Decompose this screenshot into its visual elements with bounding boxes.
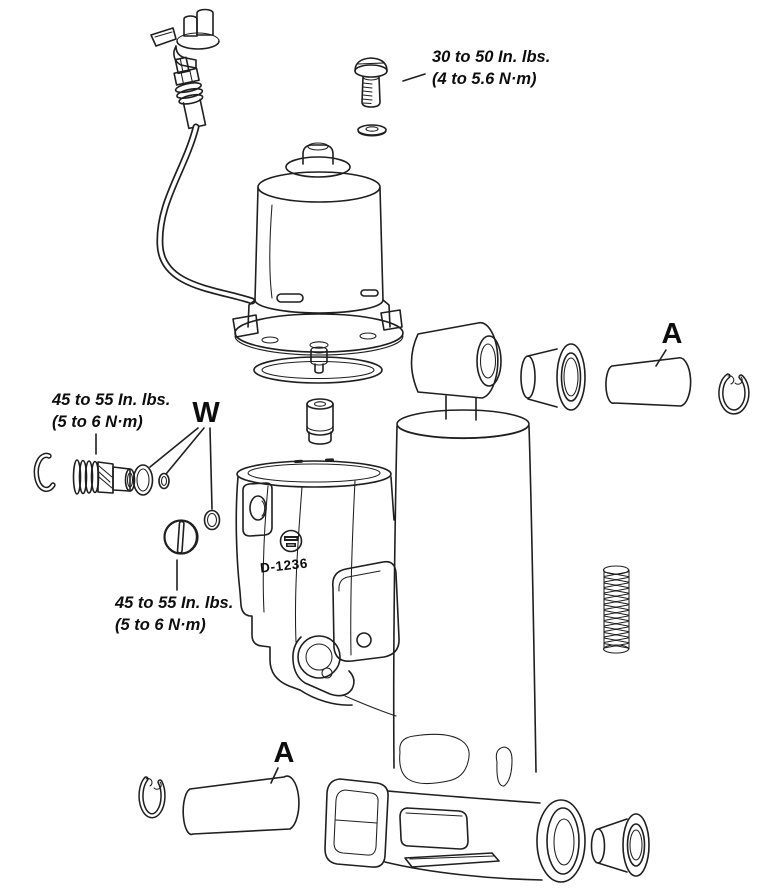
part-marking: D-1236 — [259, 556, 308, 576]
washer — [357, 124, 387, 137]
torque-release-valve-line2: (5 to 6 N·m) — [52, 413, 143, 431]
torque-label-release-valve: 45 to 55 In. lbs. (5 to 6 N·m) — [51, 391, 170, 431]
retaining-ring-upper-right — [718, 373, 750, 415]
w-callout: W — [192, 397, 220, 429]
motor-cable — [156, 123, 256, 305]
torque-motor-screw-line2: (4 to 5.6 N·m) — [432, 70, 537, 88]
pivot-pin-upper — [605, 356, 692, 407]
reservoir-manifold — [235, 458, 400, 717]
fill-plug — [163, 519, 199, 555]
flanged-bushing-lower — [590, 813, 650, 877]
o-ring-small — [158, 472, 170, 490]
filter-fitting — [306, 398, 334, 445]
valve-spring — [602, 565, 630, 654]
torque-motor-screw-line1: 30 to 50 In. lbs. — [432, 48, 550, 66]
torque-release-valve-line1: 45 to 55 In. lbs. — [51, 391, 170, 409]
retaining-ring-lower-left — [138, 776, 166, 819]
torque-fill-plug-line2: (5 to 6 N·m) — [115, 616, 206, 634]
a-callout-upper: A — [662, 318, 683, 350]
retaining-ring-left — [33, 452, 56, 493]
a-callout-lower: A — [274, 737, 295, 769]
fill-plug-o-ring — [203, 509, 221, 531]
torque-fill-plug-line1: 45 to 55 In. lbs. — [114, 594, 233, 612]
leader-w-to-o-ring-large — [149, 427, 199, 468]
leader-torque-motor-screw — [402, 73, 426, 82]
mounting-screw — [354, 57, 388, 108]
leader-w-to-plug-o-ring — [209, 427, 213, 510]
torque-label-motor-screw: 30 to 50 In. lbs. (4 to 5.6 N·m) — [432, 48, 550, 88]
flanged-bushing-upper — [520, 343, 586, 411]
leader-w-to-o-ring-small — [165, 427, 205, 475]
base-tube — [324, 778, 586, 883]
motor-o-ring — [253, 356, 383, 384]
o-ring-large — [132, 464, 154, 496]
tilt-cylinder — [392, 321, 537, 787]
manufacturer-logo — [279, 529, 303, 553]
pivot-pin-lower — [182, 775, 300, 836]
leader-a-lower — [270, 767, 279, 784]
leader-a-upper — [655, 349, 667, 367]
manual-release-valve — [72, 459, 136, 495]
electrical-connector — [150, 8, 220, 69]
electric-motor — [232, 142, 404, 374]
torque-label-fill-plug: 45 to 55 In. lbs. (5 to 6 N·m) — [114, 594, 233, 634]
